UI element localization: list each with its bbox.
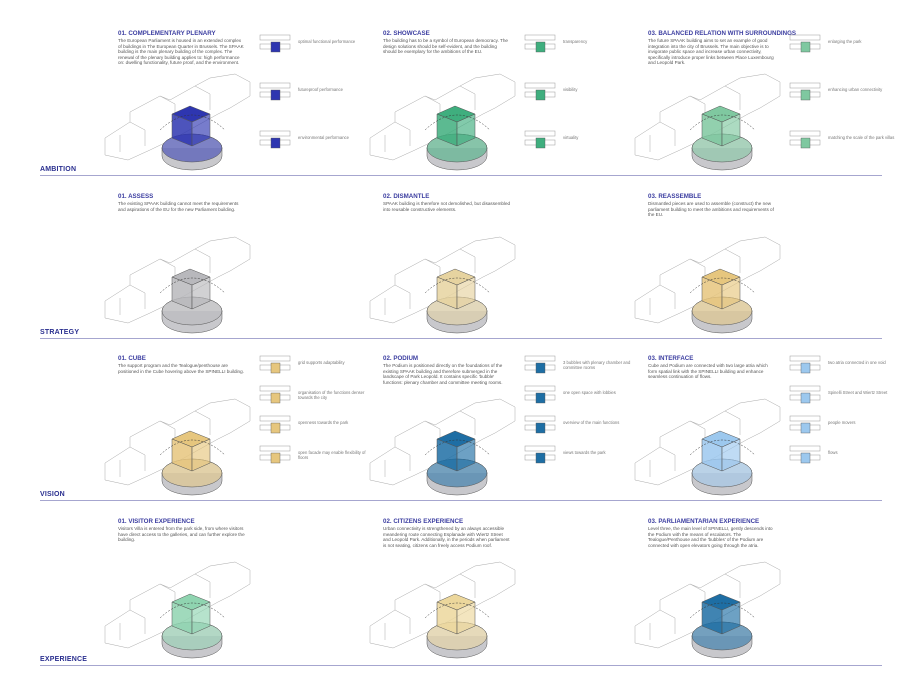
side-diagram: one open space with lobbies — [523, 383, 643, 413]
section-label-ambition: AMBITION — [40, 166, 77, 173]
panel-description: The future SPAAK building aims to set an… — [648, 38, 774, 66]
side-caption: people movers — [828, 420, 856, 425]
panel-title: 01. CUBE — [118, 355, 146, 362]
panel-description: The European Parliament is housed in an … — [118, 38, 244, 66]
side-caption: Spinelli Street and Wiertz Street — [828, 390, 888, 395]
section-divider — [40, 500, 882, 501]
axonometric-diagram — [630, 60, 790, 178]
side-diagram: people movers — [788, 413, 908, 443]
side-diagram: open facade may enable flexibility of fl… — [258, 443, 378, 473]
side-diagram: 3 bubbles with plenary chamber and commi… — [523, 353, 643, 383]
panel-title: 03. BALANCED RELATION WITH SURROUNDINGS — [648, 30, 797, 37]
side-caption: open facade may enable flexibility of fl… — [298, 450, 366, 460]
side-caption: overview of the main functions — [563, 420, 620, 425]
side-caption: enlarging the park — [828, 39, 862, 44]
section-divider — [40, 338, 882, 339]
axonometric-diagram — [100, 548, 260, 666]
side-caption: one open space with lobbies — [563, 390, 616, 395]
side-caption: openness towards the park — [298, 420, 349, 425]
side-caption: two atria connected in one void — [828, 360, 886, 365]
panel-description: Level three, the main level of SPINELLI,… — [648, 526, 773, 548]
panel-description: The building has to be a symbol of Europ… — [383, 38, 508, 55]
panel-description: The Podium is positioned directly on the… — [383, 363, 503, 385]
side-caption: matching the scale of the park villas — [828, 135, 895, 140]
axonometric-diagram — [100, 223, 260, 341]
panel-title: 02. SHOWCASE — [383, 30, 430, 37]
panel-title: 02. PODIUM — [383, 355, 419, 362]
side-caption: virtuality — [563, 135, 579, 140]
axonometric-diagram — [630, 223, 790, 341]
section-divider — [40, 665, 882, 666]
panel-description: Visitors Villa is entered from the park … — [118, 526, 245, 543]
side-diagram: optimal functional performance — [258, 32, 378, 62]
side-caption: flows — [828, 450, 838, 455]
axonometric-diagram — [365, 60, 525, 178]
side-diagram: enhancing urban connectivity — [788, 80, 908, 110]
side-caption: transparency — [563, 39, 588, 44]
axonometric-diagram — [630, 548, 790, 666]
section-label-vision: VISION — [40, 491, 65, 498]
side-caption: visibility — [563, 87, 578, 92]
side-diagram: virtuality — [523, 128, 643, 158]
panel-description: Urban connectivity is strengthened by an… — [383, 526, 510, 548]
panel-description: The support program and the Tealogue/pen… — [118, 363, 244, 374]
axonometric-diagram — [365, 385, 525, 503]
panel-title: 01. ASSESS — [118, 193, 154, 200]
axonometric-diagram — [100, 385, 260, 503]
side-diagram: enlarging the park — [788, 32, 908, 62]
panel-title: 02. CITIZENS EXPERIENCE — [383, 518, 464, 525]
side-diagram: flows — [788, 443, 908, 473]
side-diagram: futureproof performance — [258, 80, 378, 110]
side-diagram: openness towards the park — [258, 413, 378, 443]
panel-title: 03. INTERFACE — [648, 355, 694, 362]
panel-title: 02. DISMANTLE — [383, 193, 430, 200]
panel-description: Cube and Podium are connected with two l… — [648, 363, 768, 380]
side-diagram: organisation of the functions denser tow… — [258, 383, 378, 413]
panel-description: SPAAK building is therefore not demolish… — [383, 201, 511, 212]
side-diagram: two atria connected in one void — [788, 353, 908, 383]
axonometric-diagram — [100, 60, 260, 178]
side-caption: views towards the park — [563, 450, 606, 455]
side-diagram: environmental performance — [258, 128, 378, 158]
panel-title: 01. VISITOR EXPERIENCE — [118, 518, 195, 525]
section-label-strategy: STRATEGY — [40, 329, 80, 336]
side-diagram: overview of the main functions — [523, 413, 643, 443]
side-diagram: grid supports adaptability — [258, 353, 378, 383]
panel-description: The existing SPAAK building cannot meet … — [118, 201, 239, 212]
axonometric-diagram — [365, 548, 525, 666]
section-divider — [40, 175, 882, 176]
side-caption: environmental performance — [298, 135, 349, 140]
side-diagram: transparency — [523, 32, 643, 62]
side-diagram: matching the scale of the park villas — [788, 128, 908, 158]
side-diagram: visibility — [523, 80, 643, 110]
side-diagram: views towards the park — [523, 443, 643, 473]
panel-description: Dismantled pieces are used to assemble (… — [648, 201, 774, 218]
side-diagram: Spinelli Street and Wiertz Street — [788, 383, 908, 413]
panel-title: 01. COMPLEMENTARY PLENARY — [118, 30, 216, 37]
side-caption: organisation of the functions denser tow… — [298, 390, 365, 400]
axonometric-diagram — [630, 385, 790, 503]
side-caption: 3 bubbles with plenary chamber and commi… — [563, 360, 631, 370]
panel-title: 03. REASSEMBLE — [648, 193, 702, 200]
side-caption: futureproof performance — [298, 87, 343, 92]
side-caption: grid supports adaptability — [298, 360, 345, 365]
axonometric-diagram — [365, 223, 525, 341]
panel-title: 03. PARLIAMENTARIAN EXPERIENCE — [648, 518, 760, 525]
side-caption: enhancing urban connectivity — [828, 87, 883, 92]
section-label-experience: EXPERIENCE — [40, 656, 88, 663]
side-caption: optimal functional performance — [298, 39, 356, 44]
